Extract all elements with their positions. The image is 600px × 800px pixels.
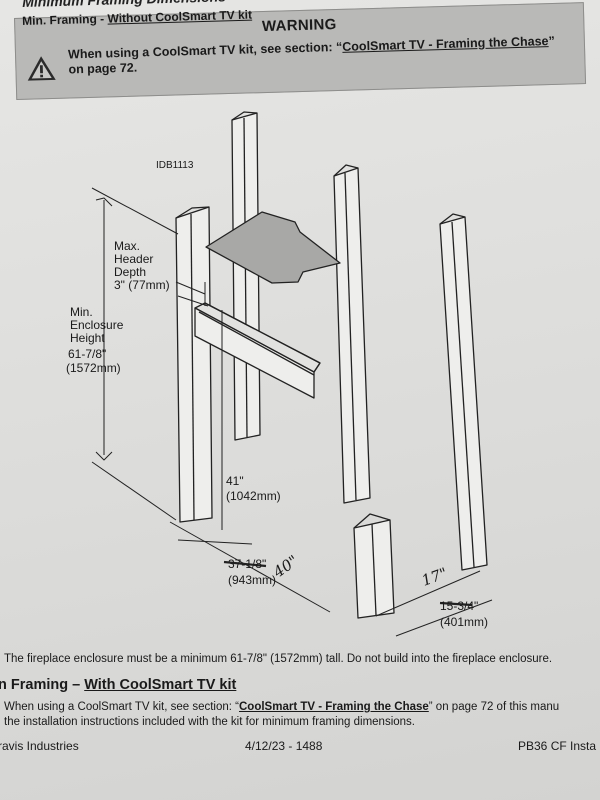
section-line-1-prefix: When using a CoolSmart TV kit, see secti… (4, 701, 239, 713)
warning-triangle-icon (27, 56, 56, 81)
warning-text: When using a CoolSmart TV kit, see secti… (68, 33, 574, 77)
section-heading: n Framing – With CoolSmart TV kit (0, 677, 236, 693)
framing-diagram: IDB1113 Max. Header Depth 3" (77mm) Min.… (66, 111, 493, 637)
section-heading-link: With CoolSmart TV kit (84, 677, 237, 693)
header-label-line-3: Depth (114, 265, 146, 279)
header-beam (194, 302, 321, 399)
enclosure-label-line-4: 61-7/8" (68, 347, 106, 361)
footer-company: ravis Industries (0, 739, 79, 753)
strike-mark-width (223, 560, 267, 568)
strike-mark-depth (439, 601, 473, 607)
dimension-lines (91, 187, 493, 637)
width-label-mm: (943mm) (228, 573, 276, 587)
header-label-line-2: Header (114, 252, 153, 266)
subheading-prefix: Min. Framing - (22, 11, 108, 28)
section-heading-prefix: n Framing – (0, 677, 85, 693)
section-line-1: When using a CoolSmart TV kit, see secti… (4, 701, 559, 713)
footer-model: PB36 CF Insta (518, 739, 597, 753)
height-label-line-2: (1042mm) (226, 489, 281, 503)
diagram-id-label: IDB1113 (156, 160, 194, 171)
height-label-line-1: 41" (226, 474, 244, 488)
warning-text-prefix: When using a CoolSmart TV kit, see secti… (67, 39, 343, 62)
section-line-1-suffix: ” on page 72 of this manu (428, 701, 560, 713)
depth-label-struck: 15-3/4" (440, 599, 478, 613)
section-line-2: the installation instructions included w… (4, 716, 415, 728)
warning-box: WARNING When using a CoolSmart TV kit, s… (14, 2, 587, 100)
depth-label-mm: (401mm) (440, 615, 488, 629)
framing-post-back-left (231, 111, 261, 441)
width-label-struck: 37-1/8" (228, 557, 266, 571)
framing-post-front-left (175, 206, 213, 523)
section-line-1-link[interactable]: CoolSmart TV - Framing the Chase (239, 701, 429, 713)
header-label-line-4: 3" (77mm) (114, 278, 170, 292)
warning-section-link[interactable]: CoolSmart TV - Framing the Chase (342, 34, 549, 54)
enclosure-label-line-3: Height (70, 331, 105, 345)
enclosure-label-line-2: Enclosure (70, 318, 124, 332)
framing-post-right (439, 213, 488, 571)
framing-post-back-middle (333, 164, 371, 504)
header-label-line-1: Max. (114, 239, 140, 253)
enclosure-label-line-5: (1572mm) (66, 361, 121, 375)
framing-post-front-short (353, 513, 395, 619)
top-plate (205, 211, 341, 284)
enclosure-note: The fireplace enclosure must be a minimu… (4, 653, 553, 665)
enclosure-label-line-1: Min. (70, 305, 93, 319)
footer-date: 4/12/23 - 1488 (245, 739, 323, 753)
